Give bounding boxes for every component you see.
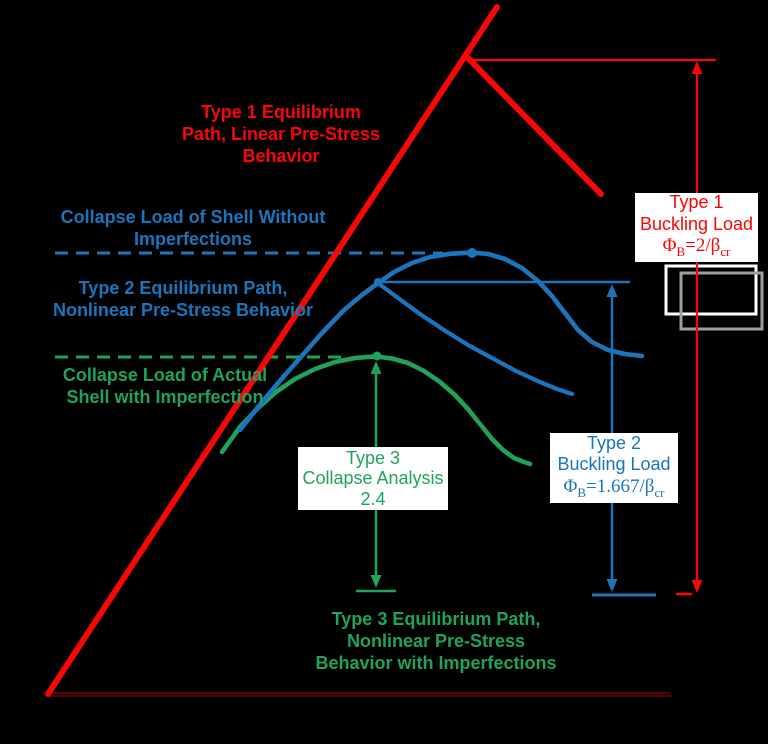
type3-path-label-line: Nonlinear Pre-Stress: [346, 631, 526, 651]
collapse-no-imperfections-label: Collapse Load of Shell Without Imperfect…: [61, 206, 326, 250]
collapse-actual-line: Shell with Imperfection: [66, 387, 264, 407]
type1-buckling-load-box: Type 1 Buckling Load ΦB=2/βcr: [635, 192, 758, 262]
type2-dimension-arrow-head-down: [606, 579, 618, 592]
collapse-no-imperfections-line: Imperfections: [133, 229, 253, 249]
type1-dimension-arrow-head-up: [691, 61, 703, 74]
type2-box-line: Buckling Load: [557, 454, 671, 475]
type3-dimension-arrow-head-up: [370, 361, 382, 374]
type3-box-line: 2.4: [360, 488, 386, 509]
type3-path-label-line: Type 3 Equilibrium Path,: [331, 609, 541, 629]
type3-box-line: Collapse Analysis: [302, 468, 444, 489]
type1-postbuckling-branch: [464, 54, 604, 197]
type1-path-label-line: Type 1 Equilibrium: [201, 102, 361, 122]
type1-path-label-line: Path, Linear Pre-Stress: [181, 124, 381, 144]
type3-path-label: Type 3 Equilibrium Path, Nonlinear Pre-S…: [315, 608, 556, 674]
type1-path-label-line: Behavior: [242, 146, 320, 166]
type3-collapse-analysis-box: Type 3 Collapse Analysis 2.4: [298, 447, 448, 510]
type1-box-line: Type 1: [669, 192, 724, 213]
type1-equilibrium-path: [45, 4, 500, 697]
type2-buckling-load-box: Type 2 Buckling Load ΦB=1.667/βcr: [550, 433, 678, 503]
type3-path-label-line: Behavior with Imperfections: [315, 653, 557, 673]
type3-equilibrium-path: [219, 354, 533, 467]
type2-limit-point: [467, 248, 477, 258]
type2-bifurcation-point: [374, 278, 382, 286]
type1-box-line: Buckling Load: [639, 213, 754, 234]
type2-dimension-arrow-head-up: [606, 284, 618, 297]
type2-equilibrium-path: [237, 250, 645, 433]
empty-rect-gray: [679, 271, 764, 331]
type2-path-label-line: Type 2 Equilibrium Path,: [78, 278, 288, 298]
type3-box-line: Type 3: [345, 447, 401, 468]
type3-dimension-arrow-head-down: [370, 575, 382, 588]
type3-limit-point: [372, 351, 382, 361]
type2-path-label-line: Nonlinear Pre-Stress Behavior: [52, 300, 314, 320]
collapse-no-imperfections-line: Collapse Load of Shell Without: [60, 207, 326, 227]
empty-rect-white: [664, 264, 758, 316]
type2-postbuckling-branch: [375, 280, 575, 397]
type2-box-formula: ΦB=1.667/βcr: [563, 475, 665, 500]
type2-path-label: Type 2 Equilibrium Path, Nonlinear Pre-S…: [53, 277, 313, 321]
type1-path-label: Type 1 Equilibrium Path, Linear Pre-Stre…: [182, 101, 380, 167]
type1-dimension-arrow-head-down: [691, 580, 703, 593]
type2-box-line: Type 2: [586, 432, 642, 453]
type1-box-formula: ΦB=2/βcr: [662, 235, 731, 260]
collapse-actual-line: Collapse Load of Actual: [62, 365, 268, 385]
collapse-actual-label: Collapse Load of Actual Shell with Imper…: [63, 364, 267, 408]
